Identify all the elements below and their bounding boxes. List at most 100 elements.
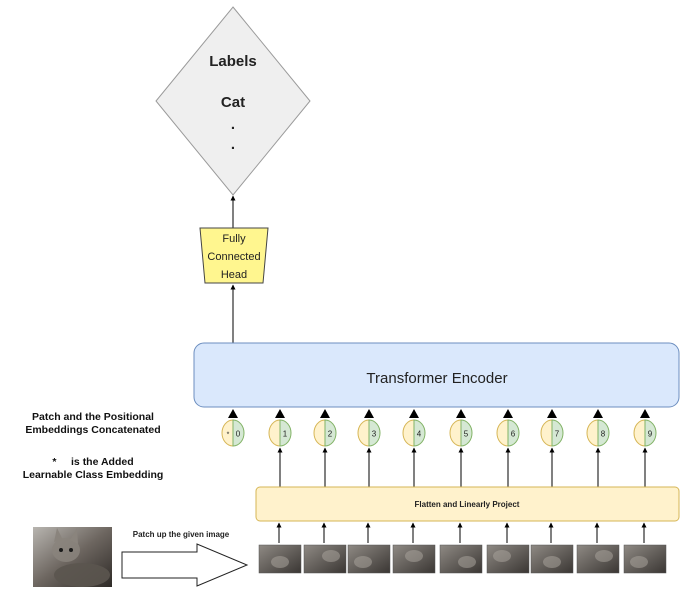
token-to-encoder-arrowhead [320,409,330,418]
positional-embedding-half [357,419,370,447]
cat-patch-icon [303,544,347,574]
positional-embedding-half [313,419,326,447]
patch-embedding-half [551,419,564,447]
concat-note: Patch and the Positional Embeddings Conc… [0,411,186,437]
token-index-label: 3 [372,430,377,439]
projection-box [255,486,680,522]
token-index-label: 2 [328,430,333,439]
token-index-label: 7 [555,430,560,439]
token-index-label: 1 [283,430,288,439]
labels-ellipsis-dot-2: . [231,136,235,153]
labels-class-value: Cat [221,94,245,111]
patch-fur-texture [322,550,340,562]
input-image [33,527,112,587]
token-to-encoder-arrowhead [275,409,285,418]
token-to-encoder-arrowhead [409,409,419,418]
cat-ear-right [70,528,78,544]
labels-title: Labels [209,53,257,70]
head-label-line-1: Fully [222,233,246,245]
embedding-token: 3 [357,419,381,447]
cat-patch-icon [576,544,620,574]
class-token-marker: * [227,432,230,439]
patch-embedding-half [279,419,292,447]
token-index-label: 5 [464,430,469,439]
patch-fur-texture [354,556,372,568]
token-index-label: 8 [601,430,606,439]
head-trapezoid-shape [199,227,269,284]
labels-node: Labels Cat . . [155,6,311,196]
encoder-label: Transformer Encoder [366,370,507,387]
patch-fur-texture [543,556,561,568]
embedding-token: 2 [313,419,337,447]
class-embedding-note: * is the Added Learnable Class Embedding [0,456,186,482]
patch-fur-texture [595,550,613,562]
patch-fur-texture [271,556,289,568]
patch-fur-texture [493,550,511,562]
embedding-token: 6 [496,419,520,447]
positional-embedding-half [496,419,509,447]
positional-embedding-half [633,419,646,447]
head-label-line-2: Connected [207,251,260,263]
positional-embedding-half [268,419,281,447]
cat-eye-right [69,548,73,552]
positional-embedding-half [221,419,234,447]
embedding-token: 0* [221,419,245,447]
token-to-encoder-arrowhead [228,409,238,418]
positional-embedding-half [402,419,415,447]
token-to-encoder-arrowhead [456,409,466,418]
labels-diamond-shape [155,6,311,196]
projection-label: Flatten and Linearly Project [415,500,520,509]
token-to-encoder-arrowhead [547,409,557,418]
patch-fur-texture [458,556,476,568]
token-index-label: 6 [511,430,516,439]
embedding-token: 9 [633,419,657,447]
patch-embedding-half [597,419,610,447]
token-to-encoder-arrowhead [503,409,513,418]
cat-patch-icon [347,544,391,574]
transformer-encoder: Transformer Encoder [193,342,680,408]
embedding-token: 4 [402,419,426,447]
patch-embedding-half [324,419,337,447]
patch-embedding-half [232,419,245,447]
positional-embedding-half [586,419,599,447]
concat-note-line-1: Patch and the Positional [32,411,154,423]
head-node: Fully Connected Head [199,227,269,284]
cat-patch-icon [258,544,302,574]
block-arrow-icon [121,543,249,587]
embedding-token: 7 [540,419,564,447]
embedding-token: 8 [586,419,610,447]
concat-note-line-2: Embeddings Concatenated [25,424,161,436]
patch-embedding-half [644,419,657,447]
cat-head-shape [52,538,80,562]
token-index-label: 9 [648,430,653,439]
class-note-line-2: Learnable Class Embedding [22,469,164,481]
cat-patch-icon [392,544,436,574]
token-to-encoder-arrowhead [593,409,603,418]
head-label-line-3: Head [221,269,247,281]
cat-body-shape [54,563,110,587]
cat-ear-left [54,528,63,542]
patch-step-label: Patch up the given image [133,530,230,539]
token-index-label: 4 [417,430,422,439]
embedding-token: 1 [268,419,292,447]
patch-fur-texture [630,556,648,568]
image-patches [258,522,667,574]
token-to-encoder-arrowhead [640,409,650,418]
token-index-label: 0 [236,430,241,439]
patch-embedding-half [413,419,426,447]
positional-embedding-half [540,419,553,447]
cat-patch-icon [439,544,483,574]
labels-ellipsis-dot-1: . [231,116,235,133]
token-to-encoder-arrowhead [364,409,374,418]
cat-patch-icon [623,544,667,574]
cat-patch-icon [486,544,530,574]
class-note-line-1: * is the Added [52,456,134,468]
projection-node: Flatten and Linearly Project [255,486,680,522]
patch-fur-texture [405,550,423,562]
positional-embedding-half [449,419,462,447]
cat-patch-icon [530,544,574,574]
encoder-box [193,342,680,408]
embedding-token: 5 [449,419,473,447]
